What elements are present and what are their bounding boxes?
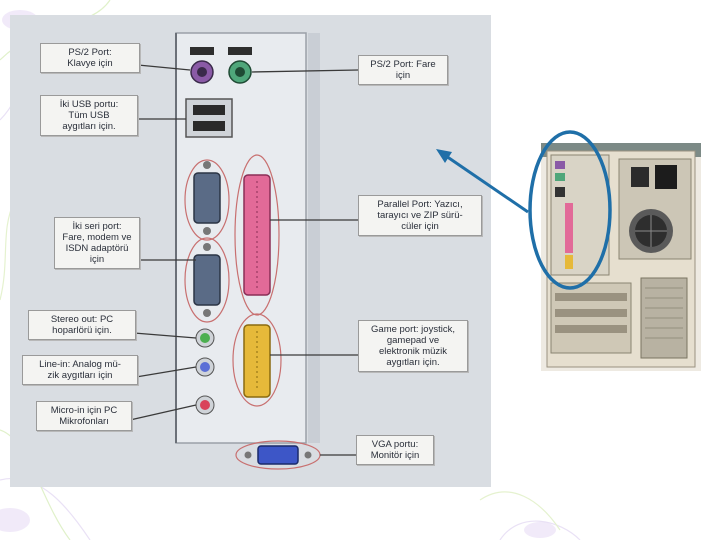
arrow-head-icon bbox=[436, 149, 452, 163]
pointer-arrow bbox=[446, 156, 528, 212]
highlight-ellipse bbox=[530, 132, 610, 288]
